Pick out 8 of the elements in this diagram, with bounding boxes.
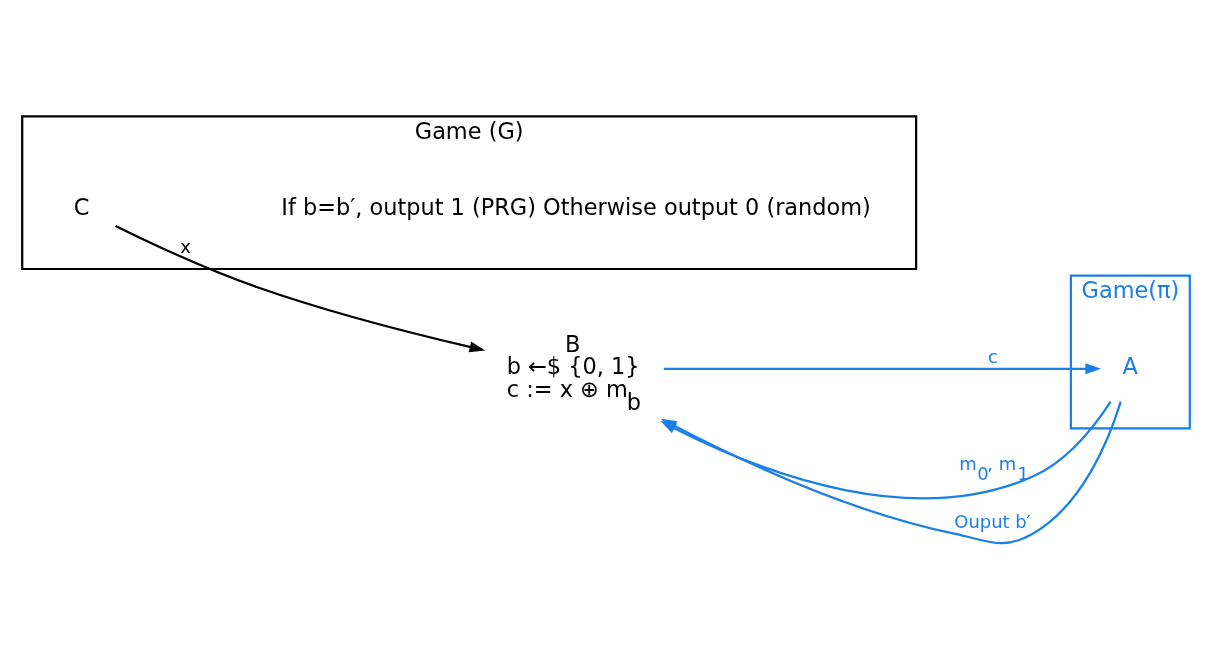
label: If b=b′, output 1 (PRG) Otherwise output 0 (random) — [281, 193, 871, 220]
node-text: C — [73, 193, 90, 220]
edge-label: x — [180, 235, 191, 257]
arrow — [663, 362, 1102, 374]
arrow — [115, 224, 486, 352]
node-text: A — [1122, 352, 1138, 379]
edge-label: Ouput b′ — [954, 510, 1031, 532]
edge-label: c — [987, 345, 998, 367]
